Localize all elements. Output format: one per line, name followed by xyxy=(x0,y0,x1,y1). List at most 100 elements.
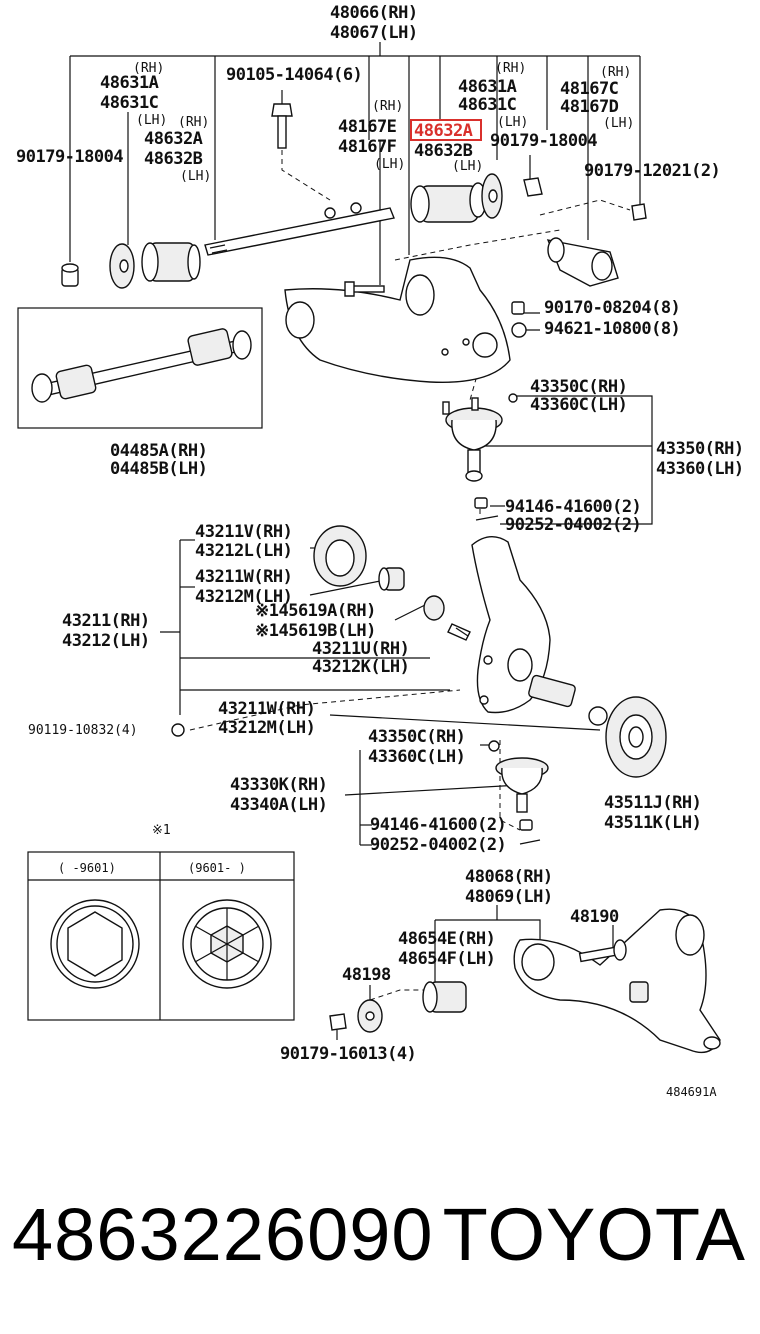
label-43360c-lower[interactable]: 43360C(LH) xyxy=(368,747,466,767)
label-94621[interactable]: 94621-10800(8) xyxy=(544,319,681,339)
nut-90179-16013-shape xyxy=(329,1013,347,1031)
label-90252-lower[interactable]: 90252-04002(2) xyxy=(370,835,507,855)
nut-left-shape xyxy=(61,263,79,287)
parts-artwork xyxy=(17,103,721,1054)
shaft-shape xyxy=(204,202,395,256)
label-48631a-right[interactable]: 48631A xyxy=(458,77,517,97)
dust-seal-shape xyxy=(423,595,445,621)
label-90252-upper[interactable]: 90252-04002(2) xyxy=(505,515,642,535)
bolt-90119-shape xyxy=(171,723,185,737)
label-43212[interactable]: 43212(LH) xyxy=(62,631,150,651)
label-90170[interactable]: 90170-08204(8) xyxy=(544,298,681,318)
label-48068[interactable]: 48068(RH) xyxy=(465,867,553,887)
label-48190[interactable]: 48190 xyxy=(570,907,619,927)
footer: 4863226090 TOYOTA xyxy=(0,1185,760,1295)
nut-right-shape xyxy=(523,177,543,197)
label-48167c[interactable]: 48167C xyxy=(560,79,619,99)
label-90179-18004-left[interactable]: 90179-18004 xyxy=(16,147,124,167)
label-43211w-1[interactable]: 43211W(RH) xyxy=(195,567,293,587)
bushing-right-shape xyxy=(410,182,487,223)
kit-inset-frame xyxy=(17,307,263,429)
highlight-frame xyxy=(410,119,482,141)
label-48066[interactable]: 48066(RH) xyxy=(330,3,418,23)
lower-ball-joint-shape xyxy=(488,740,549,845)
upper-arm-shape xyxy=(284,256,511,384)
tag-lh-6: (LH) xyxy=(603,116,634,131)
tag-rh-1: (RH) xyxy=(133,61,164,76)
label-48631a-left[interactable]: 48631A xyxy=(100,73,159,93)
nut-far-right-shape xyxy=(631,203,647,221)
knuckle-bushing-shape xyxy=(378,567,405,591)
label-48167e[interactable]: 48167E xyxy=(338,117,397,137)
label-94146-lower[interactable]: 94146-41600(2) xyxy=(370,815,507,835)
label-43350c-upper[interactable]: 43350C(RH) xyxy=(530,377,628,397)
hub-seal-shape xyxy=(313,525,367,587)
upper-ball-joint-shape xyxy=(442,393,518,482)
lower-arm-shape xyxy=(513,908,721,1054)
label-90105[interactable]: 90105-14064(6) xyxy=(226,65,363,85)
label-90119[interactable]: 90119-10832(4) xyxy=(28,723,138,738)
label-43212l[interactable]: 43212L(LH) xyxy=(195,541,293,561)
label-48069[interactable]: 48069(LH) xyxy=(465,887,553,907)
label-43350[interactable]: 43350(RH) xyxy=(656,439,744,459)
label-04485b[interactable]: 04485B(LH) xyxy=(110,459,208,479)
label-04485a[interactable]: 04485A(RH) xyxy=(110,441,208,461)
label-45619b[interactable]: ※145619B(LH) xyxy=(255,621,376,641)
labels: 48066(RH) 48067(LH) (RH) 48631A 48631C (… xyxy=(16,3,744,1099)
label-43360c-upper[interactable]: 43360C(LH) xyxy=(530,395,628,415)
label-43212m-1[interactable]: 43212M(LH) xyxy=(195,587,293,607)
lower-bushing-shape xyxy=(422,981,467,1013)
knuckle-bolt-shape xyxy=(447,623,471,641)
brand-name: TOYOTA xyxy=(442,1193,746,1276)
label-48632a-left[interactable]: 48632A xyxy=(144,129,203,149)
leader-lines xyxy=(69,42,653,1040)
tag-lh-4: (LH) xyxy=(452,159,483,174)
label-90179-18004-right[interactable]: 90179-18004 xyxy=(490,131,598,151)
label-48167d[interactable]: 48167D xyxy=(560,97,619,117)
label-48631c-left[interactable]: 48631C xyxy=(100,93,159,113)
bushing-left-shape xyxy=(141,242,201,282)
label-48654e[interactable]: 48654E(RH) xyxy=(398,929,496,949)
label-43212k[interactable]: 43212K(LH) xyxy=(312,657,410,677)
bolt-48190-shape xyxy=(578,939,627,963)
inset-col1-label: ( -9601) xyxy=(58,861,116,875)
label-48632a-highlighted[interactable]: 48632A xyxy=(414,121,473,141)
tag-rh-4: (RH) xyxy=(495,61,526,76)
cam-bracket-shape xyxy=(546,237,619,287)
label-43360[interactable]: 43360(LH) xyxy=(656,459,744,479)
label-43330k[interactable]: 43330K(RH) xyxy=(230,775,328,795)
nut-comparison-inset xyxy=(27,851,295,1021)
label-43212m-2[interactable]: 43212M(LH) xyxy=(218,718,316,738)
tag-lh-2: (LH) xyxy=(180,169,211,184)
tag-rh-5: (RH) xyxy=(600,65,631,80)
label-90179-12021[interactable]: 90179-12021(2) xyxy=(584,161,721,181)
cam-washer-shape xyxy=(357,999,383,1033)
label-48632b-left[interactable]: 48632B xyxy=(144,149,203,169)
part-number: 4863226090 xyxy=(12,1193,434,1276)
label-43340a[interactable]: 43340A(LH) xyxy=(230,795,328,815)
label-43211[interactable]: 43211(RH) xyxy=(62,611,150,631)
tag-lh-3: (LH) xyxy=(374,157,405,172)
label-48631c-right[interactable]: 48631C xyxy=(458,95,517,115)
tag-rh-2: (RH) xyxy=(178,115,209,130)
label-43350c-lower[interactable]: 43350C(RH) xyxy=(368,727,466,747)
inset-col2-label: (9601- ) xyxy=(188,861,246,875)
label-48167f[interactable]: 48167F xyxy=(338,137,397,157)
label-45619a[interactable]: ※145619A(RH) xyxy=(255,601,376,621)
kit-shaft-shape xyxy=(31,328,252,403)
label-48632b-right[interactable]: 48632B xyxy=(414,141,473,161)
bolt-top-shape xyxy=(271,103,293,149)
label-43511k[interactable]: 43511K(LH) xyxy=(604,813,702,833)
label-90179-16013[interactable]: 90179-16013(4) xyxy=(280,1044,417,1064)
label-43211v[interactable]: 43211V(RH) xyxy=(195,522,293,542)
label-48198[interactable]: 48198 xyxy=(342,965,391,985)
steering-knuckle-shape xyxy=(471,536,608,726)
label-94146-upper[interactable]: 94146-41600(2) xyxy=(505,497,642,517)
label-43211u[interactable]: 43211U(RH) xyxy=(312,639,410,659)
label-43511j[interactable]: 43511J(RH) xyxy=(604,793,702,813)
bolt-90170-shape xyxy=(344,281,385,297)
label-48654f[interactable]: 48654F(LH) xyxy=(398,949,496,969)
label-43211w-2[interactable]: 43211W(RH) xyxy=(218,699,316,719)
brake-disc-shape xyxy=(605,696,667,778)
label-48067[interactable]: 48067(LH) xyxy=(330,23,418,43)
